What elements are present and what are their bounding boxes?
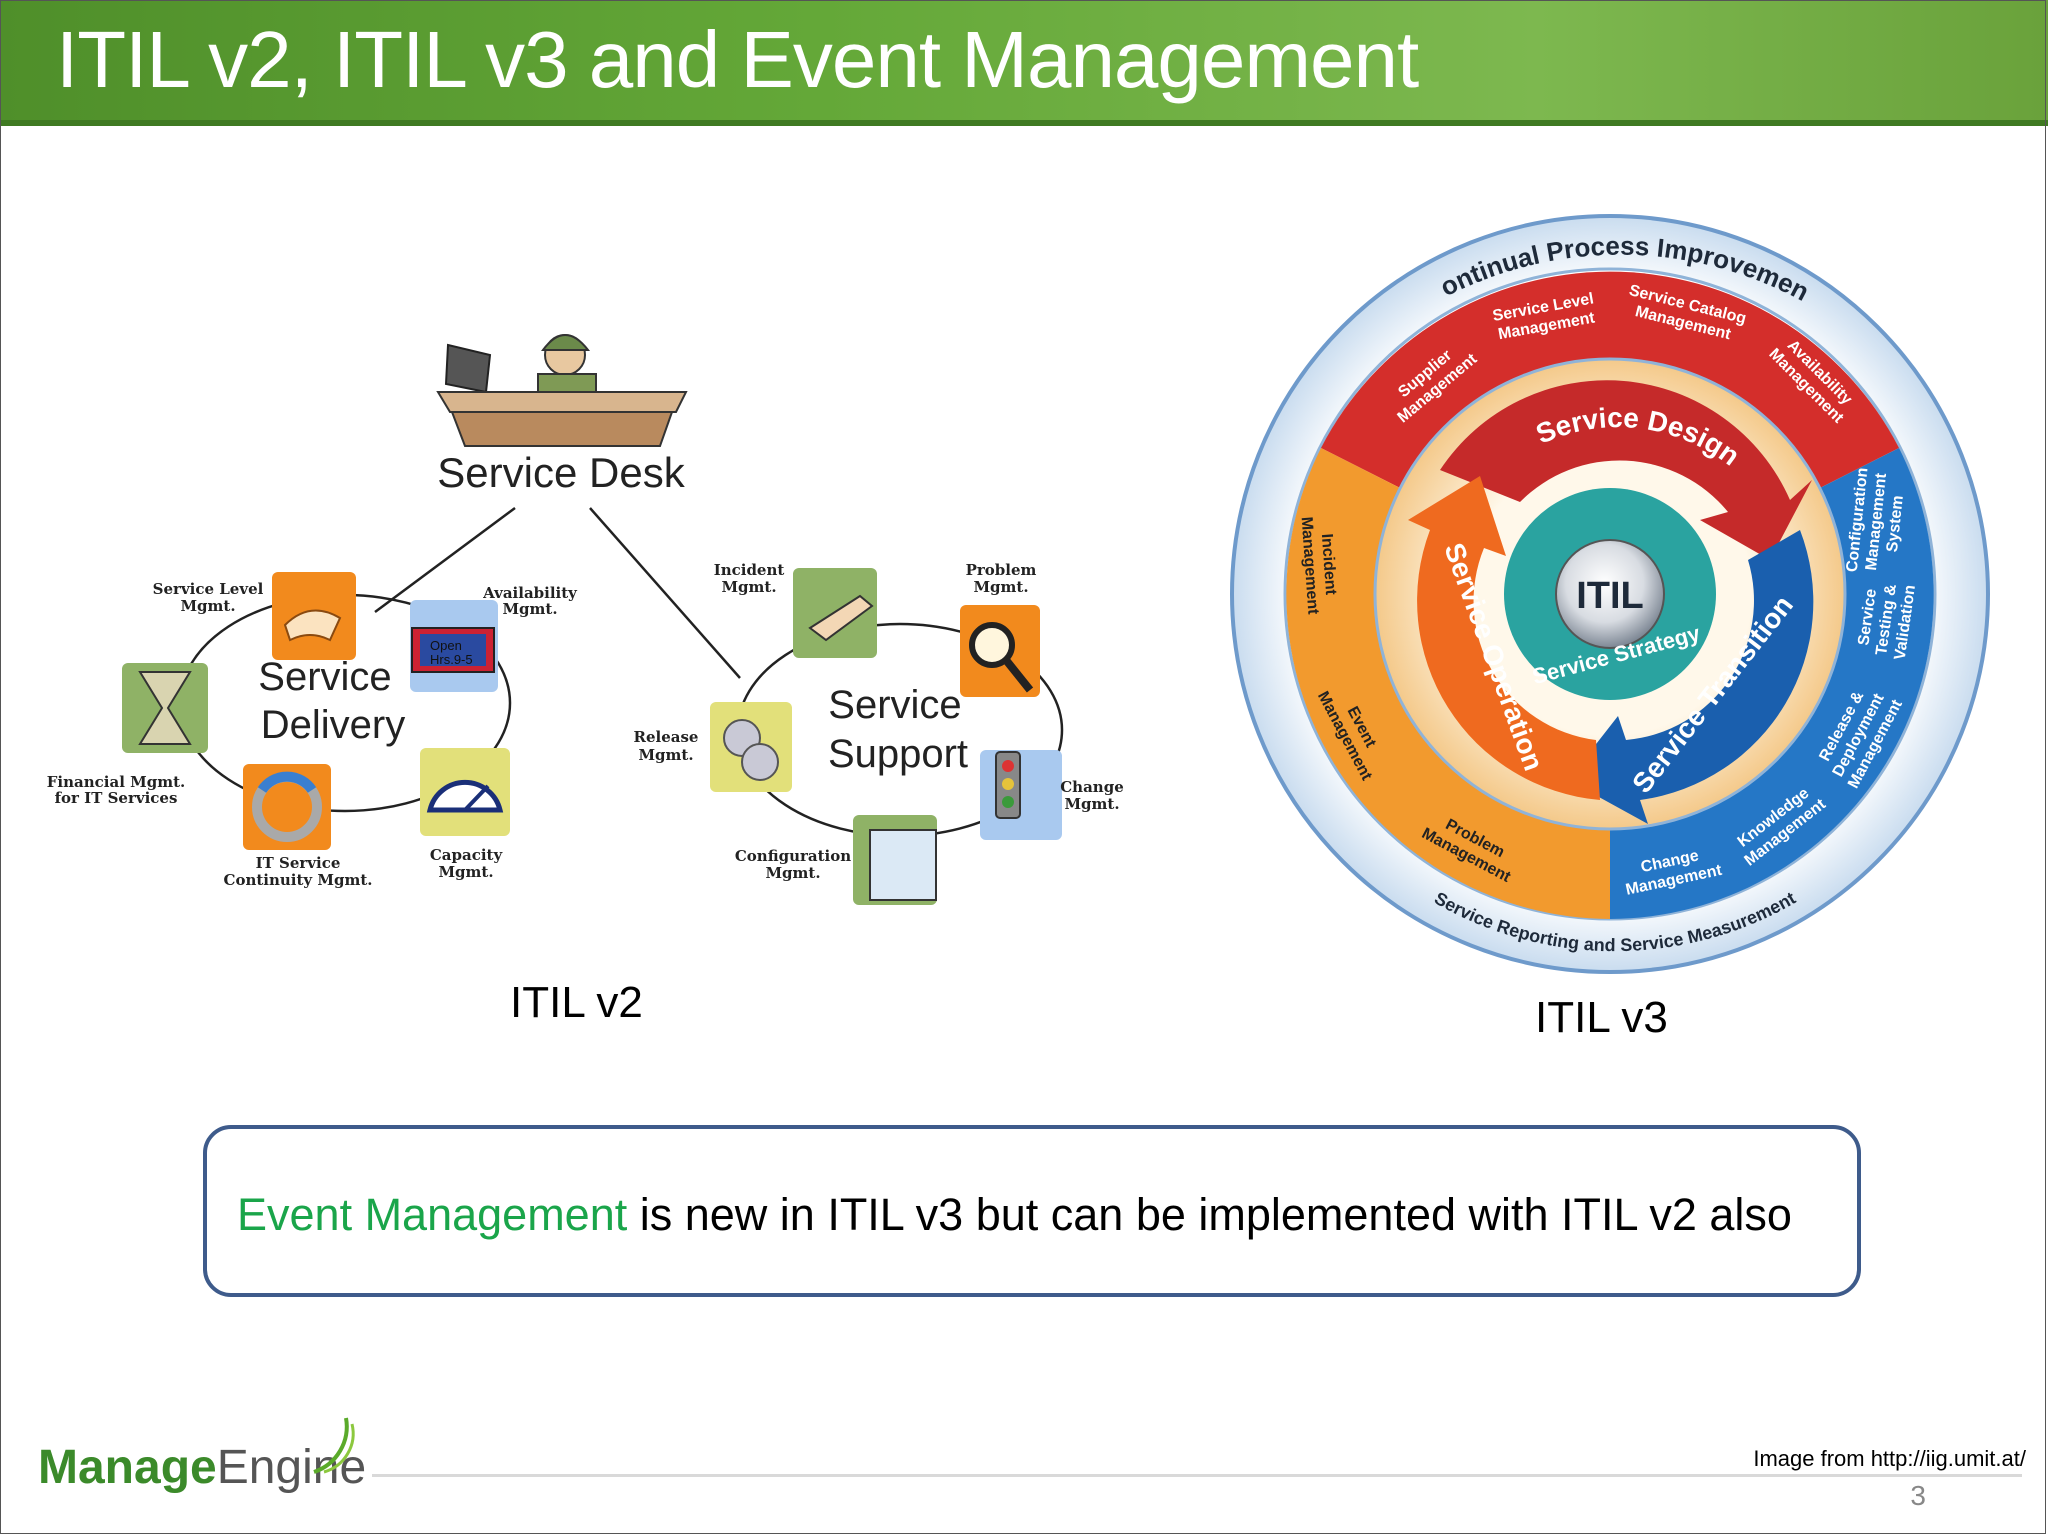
incident-label-1: Incident: [1318, 533, 1339, 596]
title-bar: ITIL v2, ITIL v3 and Event Management: [0, 0, 2048, 126]
label-prob-1: Problem: [966, 561, 1037, 579]
label-itsc-2: Continuity Mgmt.: [224, 871, 373, 889]
label-fin-2: for IT Services: [55, 789, 178, 807]
slide-title: ITIL v2, ITIL v3 and Event Management: [56, 15, 1419, 104]
label-cfg-2: Mgmt.: [765, 864, 820, 882]
callout-highlight: Event Management: [237, 1189, 628, 1240]
footer-divider: [372, 1474, 2022, 1477]
incident-label-2: Management: [1298, 516, 1322, 615]
itil-v3-caption: ITIL v3: [1535, 993, 1668, 1042]
itil-v2-diagram: Service Desk Open Hrs.9-5 Service Delive…: [47, 334, 1124, 905]
label-chg-2: Mgmt.: [1064, 795, 1119, 813]
label-cfg-1: Configuration: [735, 847, 851, 865]
label-avail-2: Mgmt.: [502, 600, 557, 618]
label-cap-1: Capacity: [430, 846, 504, 864]
callout-box: Event Management is new in ITIL v3 but c…: [203, 1125, 1861, 1297]
outer-top-label: Continual Process Improvement: [0, 0, 1814, 307]
callout-rest: is new in ITIL v3 but can be implemented…: [627, 1189, 1792, 1240]
label-avail-1: Availability: [482, 584, 578, 602]
label-fin-1: Financial Mgmt.: [47, 773, 185, 791]
itil-v2-caption: ITIL v2: [510, 978, 643, 1027]
service-support-line2: Support: [828, 732, 968, 776]
service-design-arrow: [1440, 380, 1812, 560]
service-delivery-line1: Service: [258, 655, 391, 699]
service-support-line1: Service: [828, 683, 961, 727]
label-inc-1: Incident: [714, 561, 785, 579]
sign-line-1: Open: [430, 638, 462, 653]
itil-center-label: ITIL: [1576, 575, 1644, 617]
label-prob-2: Mgmt.: [973, 578, 1028, 596]
service-desk-clipart: [436, 334, 688, 447]
image-credit: Image from http://iig.umit.at/: [1753, 1446, 2026, 1471]
label-inc-2: Mgmt.: [721, 578, 776, 596]
desk-to-delivery-line: [374, 506, 516, 614]
label-cap-2: Mgmt.: [438, 863, 493, 881]
sign-line-2: Hrs.9-5: [430, 652, 473, 667]
manageengine-logo: ManageEngine: [38, 1417, 366, 1495]
label-slm-1: Service Level: [153, 580, 264, 598]
page-number: 3: [1910, 1480, 1926, 1511]
callout-text: Event Management is new in ITIL v3 but c…: [237, 1189, 1792, 1241]
label-rel-2: Mgmt.: [638, 746, 693, 764]
config-label-3: System: [1884, 495, 1907, 553]
logo-arc-icon: [313, 1417, 355, 1474]
service-operation-arrow: [1408, 476, 1600, 800]
label-slm-2: Mgmt.: [180, 597, 235, 615]
label-itsc-1: IT Service: [256, 854, 341, 872]
label-rel-1: Release: [634, 728, 699, 746]
service-transition-arrow: [1568, 530, 1814, 824]
itil-center-sphere: [1555, 539, 1665, 649]
service-delivery-line2: Delivery: [261, 703, 405, 747]
label-chg-1: Change: [1060, 778, 1124, 796]
service-desk-label: Service Desk: [437, 449, 685, 496]
desk-to-support-line: [589, 507, 741, 679]
